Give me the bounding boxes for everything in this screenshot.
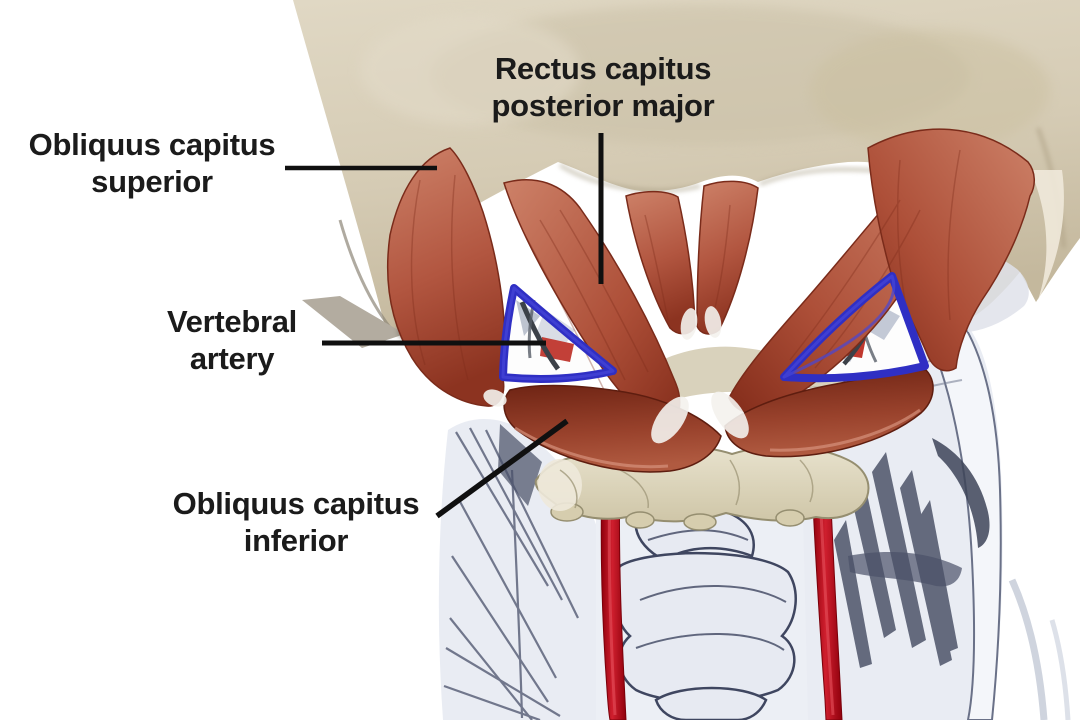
- vertebral-arteries: [600, 479, 843, 720]
- vertebral-artery-left: [600, 479, 627, 720]
- label-obliquus-capitus-superior: Obliquus capitus superior: [28, 127, 276, 200]
- label-rectus-capitus-posterior-major: Rectus capitus posterior major: [491, 51, 715, 124]
- skull-occipital-bone: [293, 0, 1080, 348]
- suboccipital-triangle-left-interior: [503, 288, 613, 379]
- leader-lines: [285, 133, 604, 519]
- mastoid-fragment: [302, 296, 405, 348]
- suboccipital-triangle-outlines: [499, 272, 929, 383]
- tendon-highlights: [483, 306, 749, 444]
- obliquus-capitus-inferior-right: [724, 368, 934, 458]
- label-obliquus-capitus-inferior: Obliquus capitus inferior: [172, 486, 420, 559]
- leader-obliquus-inferior: [435, 418, 569, 519]
- suboccipital-nerve-left: [519, 301, 561, 371]
- label-vertebral-artery: Vertebral artery: [167, 304, 297, 377]
